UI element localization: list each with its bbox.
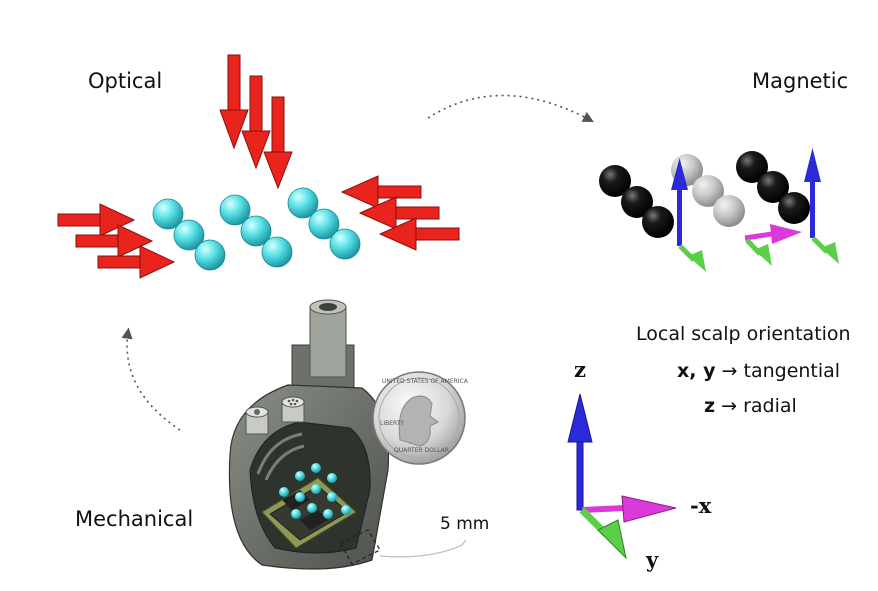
optical-beads bbox=[152, 187, 361, 271]
black-sphere bbox=[778, 192, 810, 224]
orientation-title: Local scalp orientation bbox=[636, 323, 851, 345]
cyan-bead bbox=[287, 187, 319, 219]
optical-label: Optical bbox=[88, 69, 163, 93]
orientation-line-radial: z → radial bbox=[704, 395, 797, 417]
black-sphere bbox=[642, 206, 674, 238]
cyan-bead bbox=[329, 228, 361, 260]
quarter-coin bbox=[372, 371, 466, 465]
magnetic-label: Magnetic bbox=[752, 69, 849, 93]
cyan-bead bbox=[173, 219, 205, 251]
red-arrow bbox=[57, 203, 136, 237]
arrow-symbol: → bbox=[721, 360, 738, 382]
scale-label: 5 mm bbox=[440, 514, 490, 534]
red-arrow bbox=[263, 96, 293, 190]
cyan-bead bbox=[261, 236, 293, 268]
cyan-bead bbox=[308, 208, 340, 240]
red-arrow bbox=[378, 217, 460, 251]
coin-left-text: LIBERTY bbox=[380, 420, 405, 427]
magnetic-axis-left bbox=[671, 158, 706, 272]
cyan-bead bbox=[240, 215, 272, 247]
axis-label-z: z bbox=[574, 357, 586, 382]
scalp-axes bbox=[567, 393, 677, 560]
red-arrow bbox=[97, 245, 176, 279]
coin-bottom-text: QUARTER DOLLAR bbox=[394, 447, 449, 454]
arrow-symbol: → bbox=[721, 395, 738, 417]
black-sphere bbox=[736, 151, 768, 183]
cyan-bead bbox=[219, 194, 251, 226]
red-arrow bbox=[219, 54, 249, 150]
red-arrow bbox=[75, 224, 154, 258]
tangential-text: tangential bbox=[743, 360, 841, 382]
magnetic-axis-middle bbox=[744, 224, 802, 266]
grey-sphere bbox=[713, 195, 745, 227]
dotted-arrow-optical-to-magnetic bbox=[427, 94, 594, 123]
magnetic-axis-right bbox=[804, 148, 839, 264]
black-sphere bbox=[599, 165, 631, 197]
axis-label-y: y bbox=[646, 547, 659, 572]
device-cyan-cells bbox=[279, 463, 351, 519]
optical-arrows bbox=[57, 54, 460, 279]
black-sphere bbox=[757, 171, 789, 203]
mechanical-device bbox=[228, 299, 390, 570]
coin-top-text: UNITED STATES OF AMERICA bbox=[382, 378, 468, 385]
axis-label-neg-x: -x bbox=[690, 493, 712, 518]
red-arrow bbox=[340, 175, 422, 209]
grey-sphere bbox=[692, 175, 724, 207]
mechanical-label: Mechanical bbox=[75, 507, 194, 531]
magnetic-spheres bbox=[599, 151, 810, 238]
dotted-arrow-mechanical-to-optical bbox=[121, 327, 181, 431]
radial-text: radial bbox=[743, 395, 797, 417]
tangential-axes: x, y bbox=[677, 360, 716, 382]
black-sphere bbox=[621, 186, 653, 218]
scale-bar bbox=[339, 529, 467, 565]
red-arrow bbox=[241, 75, 271, 170]
radial-axis: z bbox=[704, 395, 716, 417]
orientation-line-tangential: x, y → tangential bbox=[677, 360, 840, 382]
cyan-bead bbox=[152, 198, 184, 230]
cyan-bead bbox=[194, 239, 226, 271]
